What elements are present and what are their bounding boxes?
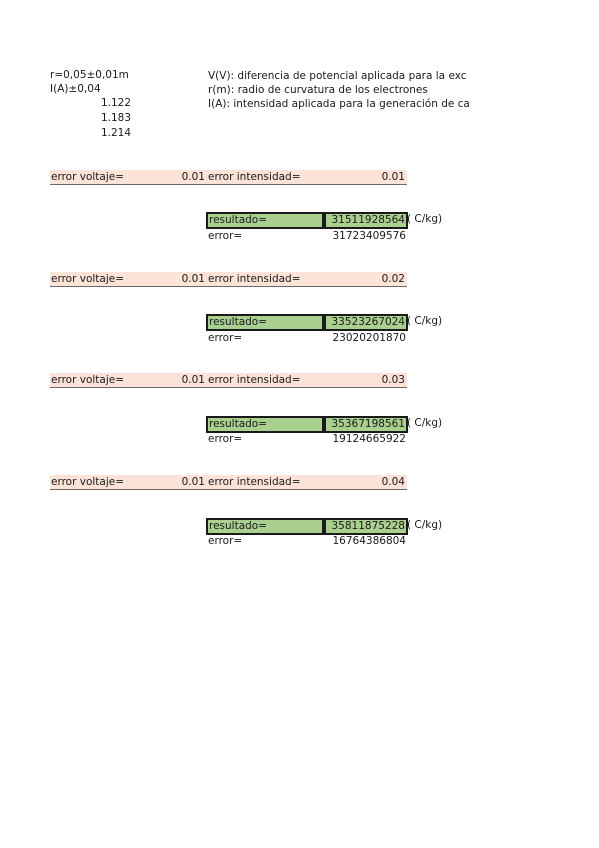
resultado-value-cell: 31511928564 [324,212,408,229]
error-label: error= [208,332,243,344]
unit-label: ( C/kg) [407,519,443,531]
current-value-2: 1.183 [100,112,131,124]
error-row-1: error= 31723409576 [208,229,407,243]
resultado-label-cell: resultado= [206,416,324,433]
radius-label: r=0,05±0,01m [50,69,129,81]
error-band-4: error voltaje= 0.01 error intensidad= 0.… [50,475,407,490]
error-label: error= [208,535,243,547]
current-value-3: 1.214 [100,127,131,139]
error-voltaje-value: 0.01 [181,171,205,183]
resultado-label-cell: resultado= [206,518,324,535]
error-voltaje-label: error voltaje= [51,171,125,183]
unit-label: ( C/kg) [407,213,443,225]
error-intensidad-value: 0.01 [381,171,405,183]
legend-radius: r(m): radio de curvatura de los electron… [208,84,428,96]
error-intensidad-value: 0.04 [381,476,405,488]
current-value-1: 1.122 [100,97,131,109]
error-label: error= [208,230,243,242]
unit-label: ( C/kg) [407,417,443,429]
error-voltaje-label: error voltaje= [51,374,125,386]
legend-current: I(A): intensidad aplicada para la genera… [208,98,470,110]
error-value: 23020201870 [332,332,407,344]
error-intensidad-value: 0.02 [381,273,405,285]
error-voltaje-label: error voltaje= [51,476,125,488]
resultado-value-cell: 35367198561 [324,416,408,433]
current-label: I(A)±0,04 [50,83,101,95]
error-voltaje-value: 0.01 [181,273,205,285]
error-band-1: error voltaje= 0.01 error intensidad= 0.… [50,170,407,185]
error-intensidad-label: error intensidad= [208,273,301,285]
error-value: 16764386804 [332,535,407,547]
resultado-value-cell: 33523267024 [324,314,408,331]
error-voltaje-value: 0.01 [181,374,205,386]
resultado-value-cell: 35811875228 [324,518,408,535]
legend-voltage: V(V): diferencia de potencial aplicada p… [208,70,467,82]
error-label: error= [208,433,243,445]
error-voltaje-value: 0.01 [181,476,205,488]
error-band-3: error voltaje= 0.01 error intensidad= 0.… [50,373,407,388]
resultado-label-cell: resultado= [206,314,324,331]
error-row-4: error= 16764386804 [208,534,407,548]
error-value: 19124665922 [332,433,407,445]
resultado-label-cell: resultado= [206,212,324,229]
error-row-3: error= 19124665922 [208,432,407,446]
error-intensidad-label: error intensidad= [208,374,301,386]
error-intensidad-value: 0.03 [381,374,405,386]
error-row-2: error= 23020201870 [208,331,407,345]
error-intensidad-label: error intensidad= [208,476,301,488]
error-voltaje-label: error voltaje= [51,273,125,285]
error-intensidad-label: error intensidad= [208,171,301,183]
variable-legend: V(V): diferencia de potencial aplicada p… [208,69,483,111]
error-value: 31723409576 [332,230,407,242]
unit-label: ( C/kg) [407,315,443,327]
error-band-2: error voltaje= 0.01 error intensidad= 0.… [50,272,407,287]
